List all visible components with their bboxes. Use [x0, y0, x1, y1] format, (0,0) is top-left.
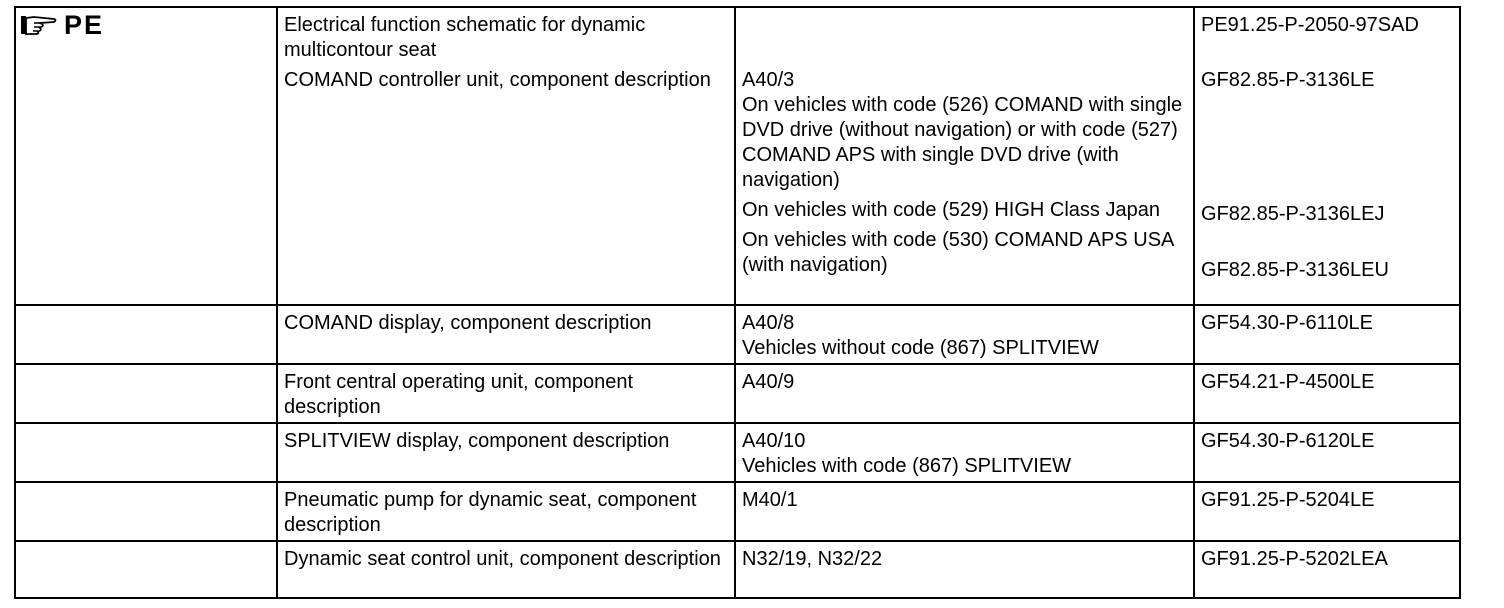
reference-table: PE Electrical function schematic for dyn… [14, 6, 1461, 599]
pointing-hand-icon [21, 16, 57, 35]
component-cell: A40/3 On vehicles with code (526) COMAND… [734, 6, 1195, 306]
empty-cell [14, 304, 278, 365]
reference-link[interactable]: GF54.21-P-4500LE [1201, 371, 1375, 393]
component-code: A40/3 [742, 69, 795, 91]
description-cell: COMAND display, component description [276, 304, 736, 365]
condition-text: Vehicles with code (867) SPLITVIEW [742, 455, 1072, 477]
empty-cell [14, 481, 278, 542]
table-row: COMAND display, component description A4… [14, 304, 1461, 365]
description-cell: Electrical function schematic for dynami… [276, 6, 736, 306]
reference-link[interactable]: GF91.25-P-5202LEA [1201, 548, 1388, 570]
description-text: Front central operating unit, component … [284, 371, 634, 418]
component-cell: A40/9 [734, 363, 1195, 424]
description-cell: SPLITVIEW display, component description [276, 422, 736, 483]
description-cell: Front central operating unit, component … [276, 363, 736, 424]
reference-link[interactable]: GF82.85-P-3136LE [1201, 69, 1375, 91]
description-cell: Pneumatic pump for dynamic seat, compone… [276, 481, 736, 542]
component-code: A40/10 [742, 430, 806, 452]
reference-link[interactable]: GF54.30-P-6110LE [1201, 312, 1373, 334]
reference-link[interactable]: GF82.85-P-3136LEU [1201, 259, 1389, 281]
description-text: SPLITVIEW display, component description [284, 430, 670, 452]
component-code: N32/19, N32/22 [742, 548, 883, 570]
empty-cell [14, 540, 278, 599]
description-text: Dynamic seat control unit, component des… [284, 548, 721, 570]
component-code: A40/9 [742, 371, 795, 393]
component-code: A40/8 [742, 312, 795, 334]
reference-cell: GF54.30-P-6110LE [1193, 304, 1461, 365]
description-text: COMAND display, component description [284, 312, 652, 334]
component-code: M40/1 [742, 489, 798, 511]
reference-cell: PE91.25-P-2050-97SAD GF82.85-P-3136LE GF… [1193, 6, 1461, 306]
table-row: Dynamic seat control unit, component des… [14, 540, 1461, 599]
table-row: Pneumatic pump for dynamic seat, compone… [14, 481, 1461, 542]
table-row: SPLITVIEW display, component description… [14, 422, 1461, 483]
reference-link[interactable]: GF54.30-P-6120LE [1201, 430, 1375, 452]
reference-cell: GF54.30-P-6120LE [1193, 422, 1461, 483]
reference-cell: GF91.25-P-5202LEA [1193, 540, 1461, 599]
reference-link[interactable]: GF91.25-P-5204LE [1201, 489, 1375, 511]
table-row: PE Electrical function schematic for dyn… [14, 6, 1461, 306]
empty-cell [14, 422, 278, 483]
reference-cell: GF54.21-P-4500LE [1193, 363, 1461, 424]
table-row: Front central operating unit, component … [14, 363, 1461, 424]
description-text: Electrical function schematic for dynami… [284, 14, 646, 61]
reference-link[interactable]: PE91.25-P-2050-97SAD [1201, 14, 1419, 36]
condition-text: On vehicles with code (526) COMAND with … [742, 94, 1183, 191]
description-cell: Dynamic seat control unit, component des… [276, 540, 736, 599]
empty-cell [14, 363, 278, 424]
description-text: Pneumatic pump for dynamic seat, compone… [284, 489, 697, 536]
condition-text: On vehicles with code (529) HIGH Class J… [742, 199, 1160, 221]
condition-text: Vehicles without code (867) SPLITVIEW [742, 337, 1099, 359]
pe-label: PE [64, 9, 105, 40]
description-text: COMAND controller unit, component descri… [284, 69, 711, 91]
reference-link[interactable]: GF82.85-P-3136LEJ [1201, 203, 1385, 225]
component-cell: N32/19, N32/22 [734, 540, 1195, 599]
pe-cell: PE [14, 6, 278, 306]
reference-cell: GF91.25-P-5204LE [1193, 481, 1461, 542]
condition-text: On vehicles with code (530) COMAND APS U… [742, 229, 1174, 276]
component-cell: M40/1 [734, 481, 1195, 542]
